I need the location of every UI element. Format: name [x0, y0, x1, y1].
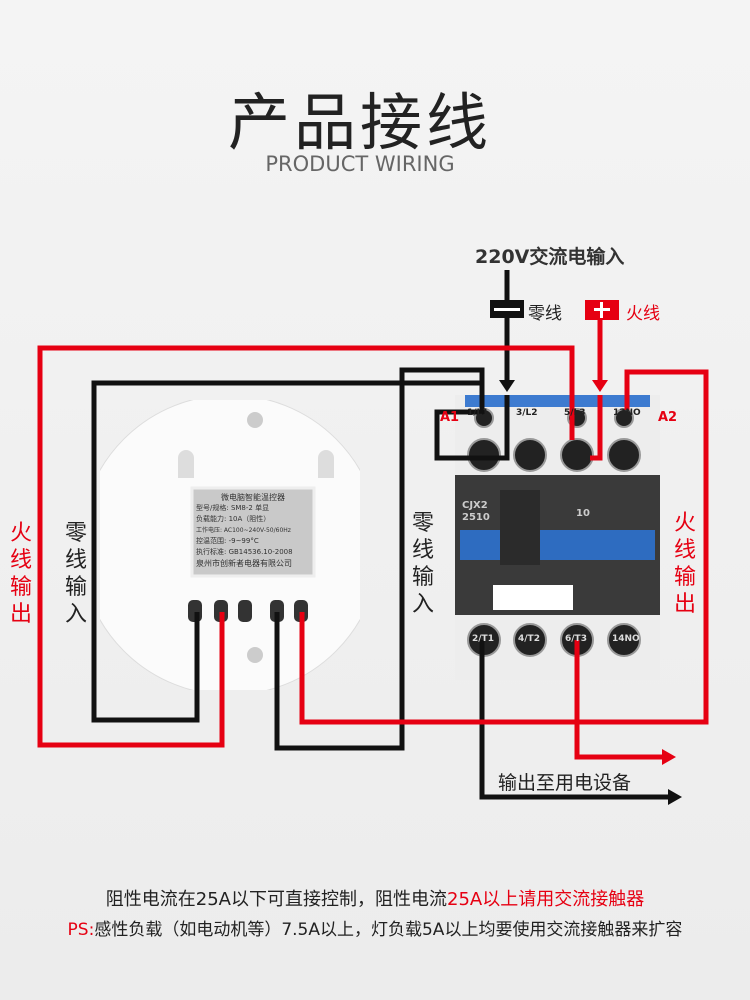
- ps-label: PS:: [67, 920, 95, 940]
- terminal-label: 4/T2: [518, 634, 540, 644]
- wires: [37, 270, 709, 800]
- note-line-1: 阻性电流在25A以下可直接控制，阻性电流25A以上请用交流接触器: [0, 885, 750, 911]
- output-live-wire: [574, 640, 665, 760]
- output-neutral-wire: [479, 640, 672, 800]
- neutral-label: 零线: [528, 304, 562, 324]
- neutral-wire-controller: [91, 380, 485, 723]
- terminal-label: 1/L1: [467, 408, 489, 418]
- note-text: 阻性电流在25A以下可直接控制，阻性电流: [105, 889, 447, 910]
- controller-name: 微电脑智能温控器: [221, 493, 285, 502]
- ac-contactor: [455, 395, 660, 680]
- controller-maker: 泉州市创新者电器有限公司: [196, 559, 292, 568]
- live-out-right-label: 火线输出: [673, 511, 696, 617]
- neutral-in-left-label: 零线输入: [64, 521, 87, 627]
- contactor-code: 10: [576, 508, 590, 519]
- contactor-model: CJX2 2510: [462, 500, 490, 523]
- arrow-icon: [662, 749, 676, 765]
- note-text: 感性负载（如电动机等）7.5A以上，灯负载5A以上均要使用交流接触器来扩容: [94, 920, 683, 940]
- neutral-in-right-label: 零线输入: [411, 511, 434, 617]
- spec-line: 工作电压: AC100~240V-50/60Hz: [196, 527, 291, 534]
- live-label: 火线: [626, 304, 660, 324]
- terminal-label: 13NO: [613, 408, 641, 418]
- temperature-controller: [100, 400, 360, 690]
- terminal-label: 2/T1: [472, 634, 494, 644]
- power-input-label: 220V交流电输入: [475, 246, 625, 268]
- arrow-icon: [499, 380, 515, 392]
- spec-line: 负载能力: 10A（阻性）: [196, 515, 271, 523]
- terminal-label: 14NO: [612, 634, 640, 644]
- note-highlight: 25A以上请用交流接触器: [447, 889, 645, 910]
- live-out-left-label: 火线输出: [9, 521, 32, 627]
- live-symbol-icon: [585, 300, 619, 320]
- a2-label: A2: [658, 410, 678, 425]
- a2-wire: [299, 369, 709, 725]
- arrow-icon: [668, 789, 682, 805]
- terminal-label: 6/T3: [565, 634, 587, 644]
- page-title: 产品接线: [227, 86, 492, 159]
- terminal-label: 5/L3: [564, 408, 586, 418]
- a1-label: A1: [440, 410, 460, 425]
- arrow-icon: [592, 380, 608, 392]
- live-wire: [590, 320, 603, 461]
- note-line-2: PS:感性负载（如电动机等）7.5A以上，灯负载5A以上均要使用交流接触器来扩容: [0, 915, 750, 940]
- terminal-label: 3/L2: [516, 408, 538, 418]
- spec-line: 型号/规格: SM8-2 单显: [196, 504, 270, 512]
- output-label: 输出至用电设备: [498, 772, 632, 794]
- spec-line: 执行标准: GB14536.10-2008: [196, 548, 293, 556]
- controller-nameplate: 微电脑智能温控器 型号/规格: SM8-2 单显 负载能力: 10A（阻性） 工…: [196, 492, 310, 569]
- live-wire-controller: [37, 345, 575, 748]
- spec-line: 控温范围: -9~99°C: [196, 537, 259, 545]
- page-subtitle: PRODUCT WIRING: [265, 152, 455, 176]
- neutral-symbol-icon: [490, 300, 524, 318]
